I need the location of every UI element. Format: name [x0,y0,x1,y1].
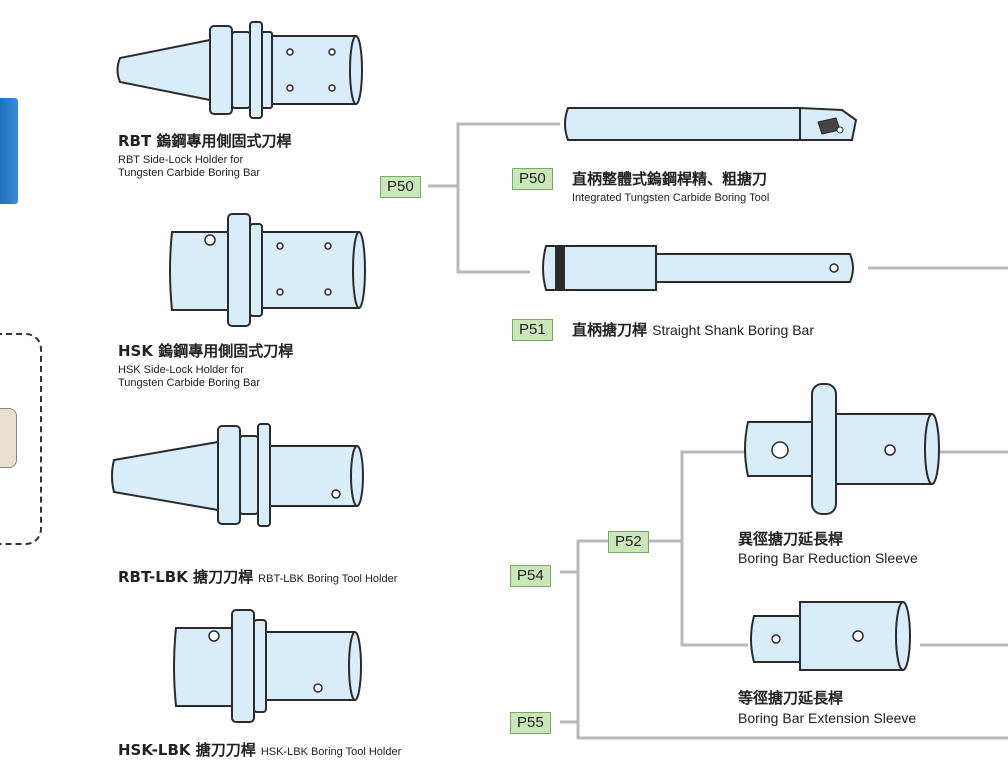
straight-shank-title: 直柄搪刀桿 [572,321,648,339]
extension-sleeve-image [750,601,911,671]
rbt-side-lock-subtitle-2: Tungsten Carbide Boring Bar [118,167,261,179]
p55-tag: P55 [510,712,551,734]
hsk-side-lock-subtitle-1: HSK Side-Lock Holder for [118,364,244,376]
rbt-side-lock-title: RBT 鎢鋼專用側固式刀桿 [118,132,292,150]
rbt-lbk-subtitle: RBT-LBK Boring Tool Holder [258,573,398,585]
straight-shank-caption: 直柄搪刀桿 Straight Shank Boring Bar [572,319,814,340]
integrated-boring-tool-image [564,106,858,141]
rbt-side-lock-holder-image [116,21,363,119]
rbt-lbk-title: RBT-LBK 搪刀刀桿 [118,568,254,586]
partial-tool-image [0,408,17,468]
integrated-boring-tool-subtitle: Integrated Tungsten Carbide Boring Tool [572,192,770,204]
rbt-side-lock-subtitle-1: RBT Side-Lock Holder for [118,154,244,166]
reduction-sleeve-image [744,383,940,515]
p50-left-tag: P50 [380,176,421,198]
blue-edge-panel [0,98,18,204]
extension-sleeve-subtitle: Boring Bar Extension Sleeve [738,710,917,726]
integrated-boring-tool-title: 直柄整體式鎢鋼桿精、粗搪刀 [572,170,768,188]
hsk-lbk-title: HSK-LBK 搪刀刀桿 [118,741,256,759]
hsk-side-lock-subtitle-2: Tungsten Carbide Boring Bar [118,377,261,389]
p50-right-tag: P50 [512,168,553,190]
rbt-lbk-holder-image [111,423,364,527]
dashed-frame [0,333,42,545]
p52-tag: P52 [608,531,649,553]
straight-shank-boring-bar-image [542,245,854,291]
extension-sleeve-title: 等徑搪刀延長桿 [738,689,844,707]
hsk-lbk-caption: HSK-LBK 搪刀刀桿 HSK-LBK Boring Tool Holder [118,739,401,760]
p54-tag: P54 [510,565,551,587]
rbt-lbk-caption: RBT-LBK 搪刀刀桿 RBT-LBK Boring Tool Holder [118,566,397,587]
hsk-side-lock-title: HSK 鎢鋼專用側固式刀桿 [118,342,294,360]
reduction-sleeve-subtitle: Boring Bar Reduction Sleeve [738,550,918,566]
p51-tag: P51 [512,319,553,341]
reduction-sleeve-title: 異徑搪刀延長桿 [738,530,844,548]
hsk-side-lock-holder-image [169,213,366,327]
hsk-lbk-subtitle: HSK-LBK Boring Tool Holder [260,746,402,758]
straight-shank-subtitle: Straight Shank Boring Bar [652,322,814,338]
hsk-lbk-holder-image [173,609,362,723]
